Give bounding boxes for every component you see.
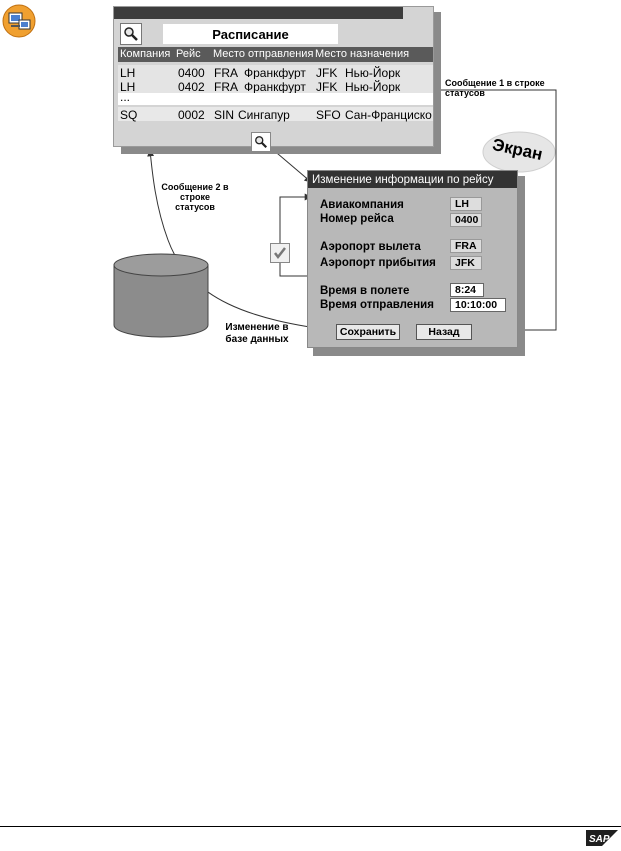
column-header: Место назначения [315, 48, 410, 60]
sap-logo-text: SAP [589, 834, 610, 845]
cell-dep-city: Франкфурт [244, 66, 306, 80]
search-icon [255, 136, 268, 149]
flight-time-field[interactable]: 8:24 [450, 283, 484, 297]
schedule-window: Расписание Компания Рейс Место отправлен… [113, 6, 434, 147]
airline-label: Авиакомпания [320, 199, 404, 211]
airline-field[interactable]: LH [450, 197, 482, 211]
flight-number-label: Номер рейса [320, 213, 394, 225]
cell-dep-code: FRA [214, 80, 238, 94]
cell-dep-code: SIN [214, 108, 235, 122]
cell-dep-city: Сингапур [238, 108, 290, 122]
cell-arr-code: SFO [316, 108, 341, 122]
schedule-table-header: Компания Рейс Место отправления Место на… [118, 47, 433, 62]
departure-time-field[interactable]: 10:10:00 [450, 298, 506, 312]
cell-company: SQ [120, 108, 138, 122]
table-row[interactable]: SQ 0002 SIN Сингапур SFO Сан-Франциско [118, 107, 433, 122]
departure-time-label: Время отправления [320, 299, 434, 311]
check-button[interactable] [270, 243, 290, 263]
cell-company: LH [120, 66, 136, 80]
sap-logo: SAP [586, 830, 618, 846]
flight-time-label: Время в полете [320, 285, 410, 297]
arrival-airport-label: Аэропорт прибытия [320, 257, 436, 269]
search-icon [124, 27, 138, 41]
save-button[interactable]: Сохранить [336, 324, 400, 340]
flight-change-title: Изменение информации по рейсу [308, 171, 517, 188]
arrival-airport-field[interactable]: JFK [450, 256, 482, 270]
cell-arr-code: JFK [316, 66, 338, 80]
ellipsis-text: ... [120, 90, 131, 104]
database-icon [113, 253, 209, 338]
flight-number-field[interactable]: 0400 [450, 213, 482, 227]
checkmark-icon [274, 247, 286, 260]
status-message-2-label: Сообщение 2 в строке статусов [161, 182, 229, 212]
table-row-ellipsis: ... [118, 90, 433, 105]
cell-dep-city: Франкфурт [244, 80, 306, 94]
row-search-button[interactable] [251, 132, 271, 152]
computer-icon [2, 4, 36, 38]
departure-airport-label: Аэропорт вылета [320, 241, 421, 253]
schedule-search-button[interactable] [120, 23, 142, 45]
database-change-label: Изменение в базе данных [225, 322, 289, 345]
footer-divider [0, 826, 621, 827]
table-row[interactable]: LH 0400 FRA Франкфурт JFK Нью-Йорк [118, 65, 433, 80]
cell-flight: 0400 [178, 66, 205, 80]
cell-arr-city: Сан-Франциско [345, 108, 432, 122]
back-button[interactable]: Назад [416, 324, 472, 340]
departure-airport-field[interactable]: FRA [450, 239, 482, 253]
schedule-title-bar [114, 7, 403, 19]
column-header: Рейс [176, 48, 201, 60]
column-header: Компания [120, 48, 171, 60]
schedule-title: Расписание [163, 24, 338, 44]
cell-flight: 0002 [178, 108, 205, 122]
cell-flight: 0402 [178, 80, 205, 94]
flight-change-window: Изменение информации по рейсу Авиакомпан… [307, 170, 518, 348]
cell-arr-city: Нью-Йорк [345, 66, 401, 80]
cell-company: LH [120, 80, 136, 94]
column-header: Место отправления [213, 48, 314, 60]
status-message-1-label: Сообщение 1 в строке статусов [445, 78, 545, 98]
screen-bubble: Экран [482, 130, 556, 174]
cell-arr-code: JFK [316, 80, 338, 94]
cell-arr-city: Нью-Йорк [345, 80, 401, 94]
cell-dep-code: FRA [214, 66, 238, 80]
table-row[interactable]: LH 0402 FRA Франкфурт JFK Нью-Йорк [118, 79, 433, 94]
